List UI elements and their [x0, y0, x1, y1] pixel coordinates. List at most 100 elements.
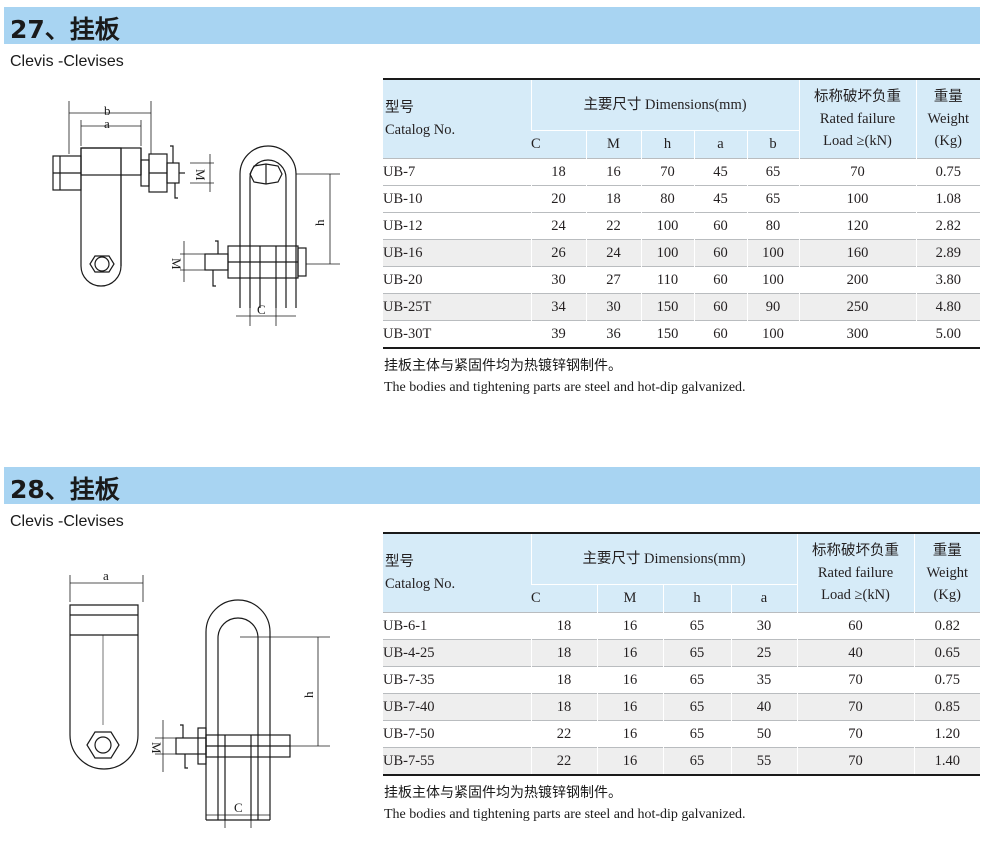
- table-row: UB-30T 39 36 150 60 100 300 5.00: [383, 320, 980, 349]
- cell-C: 18: [530, 639, 597, 667]
- dim-label-b: b: [104, 103, 111, 118]
- section-27-title: 27、挂板: [10, 15, 120, 44]
- header-catalog-cn: 型号: [385, 554, 414, 570]
- header-rated-cn: 标称破坏负重: [812, 543, 899, 559]
- cell-C: 30: [530, 266, 586, 294]
- cell-h: 70: [640, 158, 694, 186]
- cell-a: 60: [693, 320, 747, 349]
- table-row: UB-6-1 18 16 65 30 60 0.82: [383, 612, 980, 640]
- cell-M: 16: [596, 693, 663, 721]
- header-rated-en1: Rated failure: [819, 111, 896, 127]
- cell-C: 18: [530, 693, 597, 721]
- header-rated-en2: Load ≥(kN): [823, 133, 892, 149]
- header-catalog-en: Catalog No.: [385, 576, 456, 592]
- cell-weight: 2.82: [915, 212, 980, 240]
- cell-b: 65: [746, 158, 799, 186]
- header-col-M: M: [596, 584, 663, 613]
- cell-M: 18: [585, 185, 641, 213]
- cell-h: 80: [640, 185, 694, 213]
- cell-C: 20: [530, 185, 586, 213]
- cell-catalog: UB-30T: [383, 320, 531, 349]
- header-weight-unit: (Kg): [933, 587, 961, 603]
- header-rated-en1: Rated failure: [817, 565, 894, 581]
- cell-M: 30: [585, 293, 641, 321]
- cell-M: 16: [596, 720, 663, 748]
- cell-load: 70: [796, 666, 914, 694]
- cell-h: 150: [640, 320, 694, 349]
- clevis-drawing-27: b a M h M C: [52, 101, 340, 326]
- cell-C: 22: [530, 747, 597, 776]
- cell-C: 34: [530, 293, 586, 321]
- cell-h: 65: [662, 666, 731, 694]
- cell-M: 16: [596, 639, 663, 667]
- cell-weight: 2.89: [915, 239, 980, 267]
- cell-catalog: UB-12: [383, 212, 531, 240]
- cell-C: 39: [530, 320, 586, 349]
- table-row: UB-20 30 27 110 60 100 200 3.80: [383, 266, 980, 294]
- cell-load: 300: [798, 320, 916, 349]
- table-row: UB-7-55 22 16 65 55 70 1.40: [383, 747, 980, 776]
- cell-weight: 0.75: [913, 666, 980, 694]
- cell-load: 40: [796, 639, 914, 667]
- header-col-a: a: [693, 130, 747, 159]
- header-rated-en2: Load ≥(kN): [821, 587, 890, 603]
- cell-a: 45: [693, 158, 747, 186]
- cell-catalog: UB-16: [383, 239, 531, 267]
- cell-b: 100: [746, 266, 799, 294]
- cell-h: 100: [640, 239, 694, 267]
- note-cn: 挂板主体与紧固件均为热镀锌钢制件。: [384, 786, 622, 801]
- cell-load: 70: [796, 693, 914, 721]
- cell-M: 24: [585, 239, 641, 267]
- header-weight-cn: 重量: [933, 89, 963, 105]
- header-col-h: h: [640, 130, 694, 159]
- header-weight-en: Weight: [927, 111, 970, 127]
- section-27-note: 挂板主体与紧固件均为热镀锌钢制件。 The bodies and tighten…: [384, 356, 746, 398]
- cell-weight: 3.80: [915, 266, 980, 294]
- cell-h: 100: [640, 212, 694, 240]
- table-row: UB-25T 34 30 150 60 90 250 4.80: [383, 293, 980, 321]
- cell-M: 16: [596, 612, 663, 640]
- note-en: The bodies and tightening parts are stee…: [384, 380, 746, 395]
- section-27-subtitle: Clevis -Clevises: [10, 53, 124, 70]
- header-rated-load: 标称破坏负重 Rated failure Load ≥(kN): [796, 533, 914, 613]
- cell-weight: 4.80: [915, 293, 980, 321]
- note-cn: 挂板主体与紧固件均为热镀锌钢制件。: [384, 359, 622, 374]
- section-28-title: 28、挂板: [10, 475, 120, 504]
- note-en: The bodies and tightening parts are stee…: [384, 807, 746, 822]
- cell-a: 30: [730, 612, 797, 640]
- dim-label-h: h: [312, 219, 327, 226]
- table-row: UB-16 26 24 100 60 100 160 2.89: [383, 239, 980, 267]
- header-weight: 重量 Weight (Kg): [913, 533, 980, 613]
- cell-h: 65: [662, 720, 731, 748]
- table-row: UB-7 18 16 70 45 65 70 0.75: [383, 158, 980, 186]
- cell-M: 27: [585, 266, 641, 294]
- cell-load: 70: [796, 720, 914, 748]
- cell-b: 100: [746, 320, 799, 349]
- cell-catalog: UB-7-50: [383, 720, 531, 748]
- header-weight-unit: (Kg): [934, 133, 962, 149]
- cell-M: 16: [585, 158, 641, 186]
- cell-a: 35: [730, 666, 797, 694]
- dim-label-h: h: [301, 691, 316, 698]
- section-28-title-bar: 28、挂板: [4, 467, 980, 504]
- cell-M: 16: [596, 747, 663, 776]
- cell-a: 60: [693, 293, 747, 321]
- header-rated-load: 标称破坏负重 Rated failure Load ≥(kN): [798, 79, 916, 159]
- cell-h: 65: [662, 612, 731, 640]
- cell-load: 200: [798, 266, 916, 294]
- cell-b: 80: [746, 212, 799, 240]
- section-28-note: 挂板主体与紧固件均为热镀锌钢制件。 The bodies and tighten…: [384, 783, 746, 825]
- cell-catalog: UB-10: [383, 185, 531, 213]
- cell-a: 25: [730, 639, 797, 667]
- header-catalog-cn: 型号: [385, 100, 414, 116]
- cell-load: 70: [798, 158, 916, 186]
- cell-C: 26: [530, 239, 586, 267]
- cell-load: 120: [798, 212, 916, 240]
- dim-label-M: M: [193, 169, 208, 181]
- cell-C: 18: [530, 158, 586, 186]
- header-weight: 重量 Weight (Kg): [915, 79, 980, 159]
- cell-C: 18: [530, 612, 597, 640]
- cell-catalog: UB-7-55: [383, 747, 531, 776]
- cell-b: 65: [746, 185, 799, 213]
- cell-M: 16: [596, 666, 663, 694]
